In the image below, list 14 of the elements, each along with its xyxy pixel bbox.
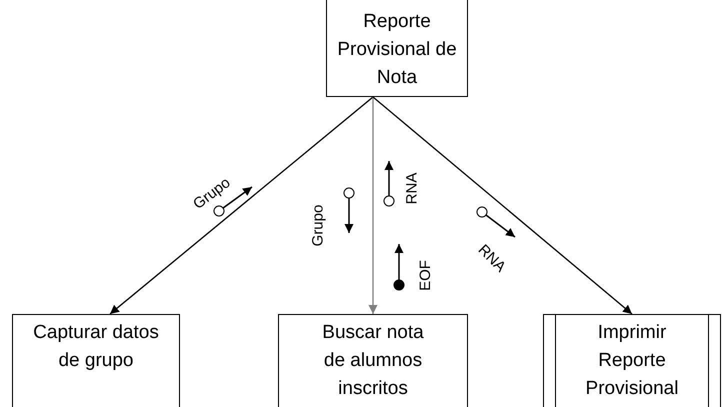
module-name: Buscar nota de alumnos inscritos xyxy=(321,321,425,401)
couple-label: Grupo xyxy=(309,204,326,246)
arrow xyxy=(110,96,374,314)
module-box xyxy=(278,314,468,407)
module-name: Imprimir Reporte Provisional xyxy=(584,321,680,401)
module-box xyxy=(12,314,180,407)
arrow xyxy=(368,97,378,314)
couple-label: EOF xyxy=(416,260,434,290)
couple-label: RNA xyxy=(403,172,420,204)
module-box xyxy=(326,0,468,97)
predefined-module-box xyxy=(543,314,721,407)
module-name: Reporte Provisional de Nota xyxy=(336,10,458,90)
module-name: Capturar datos de grupo xyxy=(32,321,160,373)
arrow xyxy=(372,96,632,314)
